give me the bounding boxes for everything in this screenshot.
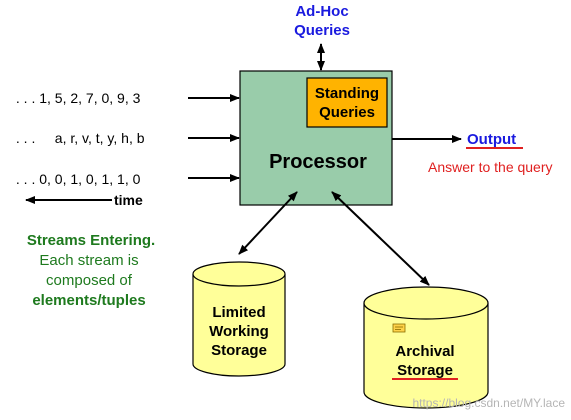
limited-storage-line2: Working: [209, 323, 269, 340]
stream-2-text: . . . a, r, v, t, y, h, b: [12, 130, 145, 146]
comment-icon: [392, 323, 406, 333]
standing-queries-line1: Standing: [315, 85, 379, 102]
limited-storage-arrow: [238, 191, 298, 255]
adhoc-queries-label-line2: Queries: [294, 22, 350, 39]
limited-storage-cylinder: [192, 261, 286, 377]
archival-storage-line1: Archival: [395, 343, 454, 360]
standing-queries-box: [306, 77, 388, 128]
stream-3-text: . . . 0, 0, 1, 0, 1, 1, 0: [12, 171, 141, 187]
limited-storage-line1: Limited: [212, 304, 265, 321]
standing-queries-line2: Queries: [319, 104, 375, 121]
archival-storage-line2: Storage: [397, 362, 453, 379]
stream-1-text: . . . 1, 5, 2, 7, 0, 9, 3: [12, 90, 141, 106]
limited-storage-line3: Storage: [211, 342, 267, 359]
output-note: Answer to the query: [428, 159, 553, 175]
time-label: time: [114, 192, 143, 208]
processor-label: Processor: [269, 151, 367, 173]
output-label: Output: [467, 131, 516, 148]
archival-storage-arrow: [331, 191, 430, 286]
streams-caption-line3: composed of: [46, 272, 133, 289]
watermark: https://blog.csdn.net/MY.lace: [412, 396, 565, 410]
streams-caption-line2: Each stream is: [39, 252, 138, 269]
streams-caption-line1: Streams Entering.: [27, 232, 155, 249]
adhoc-queries-label-line1: Ad-Hoc: [295, 3, 348, 20]
streams-caption-line4: elements/tuples: [32, 292, 145, 309]
